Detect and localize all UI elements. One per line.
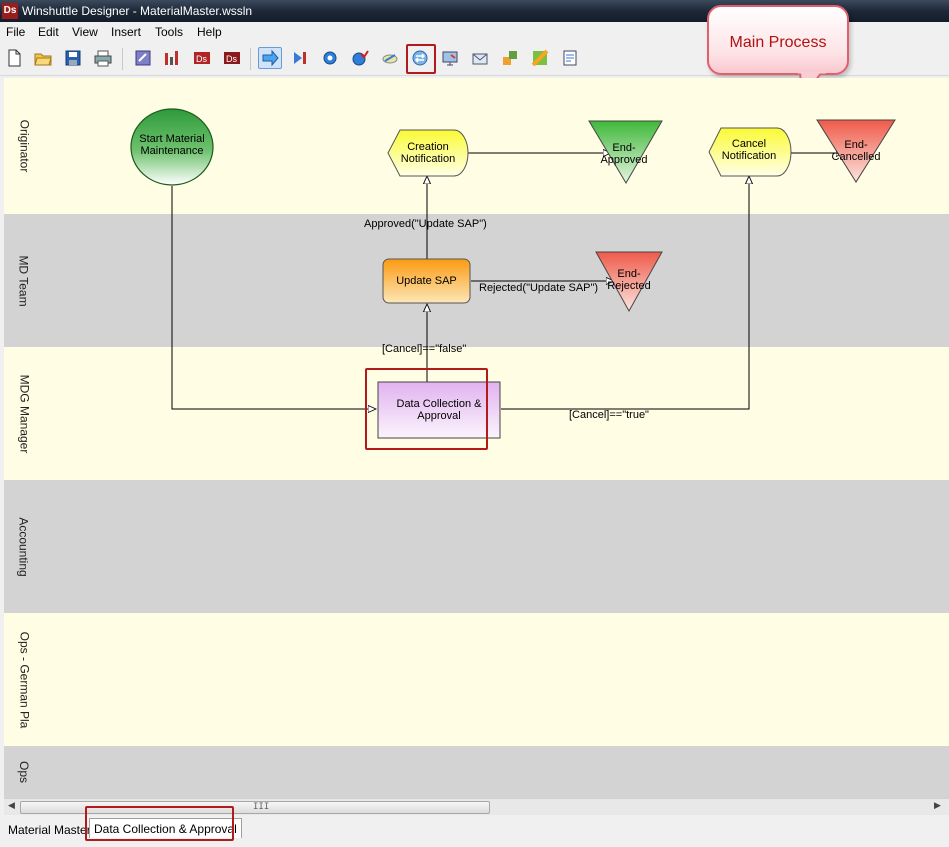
edge-label-cancel-true: [Cancel]=="true" — [569, 409, 649, 421]
data-collection-shape — [377, 381, 501, 439]
ds-red-icon[interactable]: Ds — [192, 48, 212, 68]
save-icon[interactable] — [63, 48, 83, 68]
stack-icon[interactable] — [500, 48, 520, 68]
form-icon[interactable] — [560, 48, 580, 68]
gear-blue-icon[interactable] — [320, 48, 340, 68]
data-collection-highlight — [365, 368, 488, 450]
creation-notification-shape — [387, 129, 469, 177]
lane-ops-german — [4, 613, 949, 746]
open-folder-icon[interactable] — [33, 48, 53, 68]
print-icon[interactable] — [93, 48, 113, 68]
scrollbar-grip: III — [253, 802, 270, 812]
tab-highlight — [85, 806, 234, 841]
callout-text: Main Process — [729, 34, 827, 51]
menu-help[interactable]: Help — [197, 25, 222, 39]
step-icon[interactable] — [290, 48, 310, 68]
scroll-left-icon[interactable]: ◀ — [8, 801, 15, 811]
svg-text:Ds: Ds — [196, 54, 207, 64]
new-file-icon[interactable] — [4, 48, 24, 68]
window-title: Winshuttle Designer - MaterialMaster.wss… — [22, 4, 253, 18]
menu-file[interactable]: File — [6, 25, 26, 39]
update-sap-label[interactable]: Update SAP — [396, 275, 457, 287]
end-rejected-shape — [595, 251, 663, 313]
mail-icon[interactable] — [470, 48, 490, 68]
gradient-icon[interactable] — [530, 48, 550, 68]
edge-label-rejected: Rejected("Update SAP") — [479, 282, 599, 294]
screen-icon[interactable] — [440, 48, 460, 68]
scroll-right-icon[interactable]: ▶ — [934, 801, 941, 811]
lane-ops — [4, 746, 949, 798]
svg-text:Ds: Ds — [226, 54, 237, 64]
toolbar-highlight — [406, 44, 436, 74]
gear-check-icon[interactable] — [350, 48, 370, 68]
link-icon[interactable] — [380, 48, 400, 68]
end-approved-shape — [588, 120, 663, 184]
tab-material-master[interactable]: Material Master — [8, 823, 91, 837]
cancel-notification-shape — [708, 127, 792, 177]
connectors — [171, 153, 844, 410]
chart-icon[interactable] — [162, 48, 182, 68]
tab-data-collection[interactable]: Data Collection & Approval — [89, 818, 242, 838]
update-sap-shape — [382, 258, 471, 304]
diagram-canvas[interactable]: Originator MD Team MDG Manager Accountin… — [4, 78, 949, 798]
menu-edit[interactable]: Edit — [38, 25, 59, 39]
start-node-shape — [130, 108, 214, 186]
cancel-notification-label[interactable]: Cancel Notification — [721, 138, 777, 162]
ds-icon[interactable]: Ds — [222, 48, 242, 68]
data-collection-label[interactable]: Data Collection & Approval — [396, 398, 482, 422]
edge-label-cancel-false: [Cancel]=="false" — [382, 343, 467, 355]
toolbar-separator — [122, 48, 123, 70]
end-approved-label[interactable]: End-Approved — [600, 142, 648, 166]
properties-icon[interactable] — [133, 48, 153, 68]
scrollbar-thumb[interactable]: III — [20, 801, 490, 814]
main-process-callout: Main Process — [707, 5, 849, 75]
swap-icon[interactable] — [410, 48, 430, 68]
end-rejected-label[interactable]: End-Rejected — [607, 268, 651, 292]
horizontal-scrollbar[interactable]: ◀ III ▶ — [4, 798, 949, 815]
edge-label-approved: Approved("Update SAP") — [364, 218, 487, 230]
tab-bar: Material Master Data Collection & Approv… — [0, 815, 949, 847]
menu-tools[interactable]: Tools — [155, 25, 184, 39]
edge-data-to-cancel — [501, 176, 749, 410]
process-diagram — [130, 108, 896, 439]
toolbar-separator — [250, 48, 251, 70]
creation-notification-label[interactable]: Creation Notification — [400, 141, 456, 165]
start-node-label[interactable]: Start Material Maintenance — [139, 133, 205, 157]
edge-start-to-data-collection — [171, 186, 376, 409]
lane-accounting — [4, 480, 949, 613]
arrow-icon[interactable] — [258, 47, 282, 69]
app-logo-icon: Ds — [2, 3, 18, 19]
menu-view[interactable]: View — [72, 25, 98, 39]
menu-insert[interactable]: Insert — [111, 25, 142, 39]
end-cancelled-label[interactable]: End-Cancelled — [831, 139, 881, 163]
end-cancelled-shape — [816, 119, 896, 183]
